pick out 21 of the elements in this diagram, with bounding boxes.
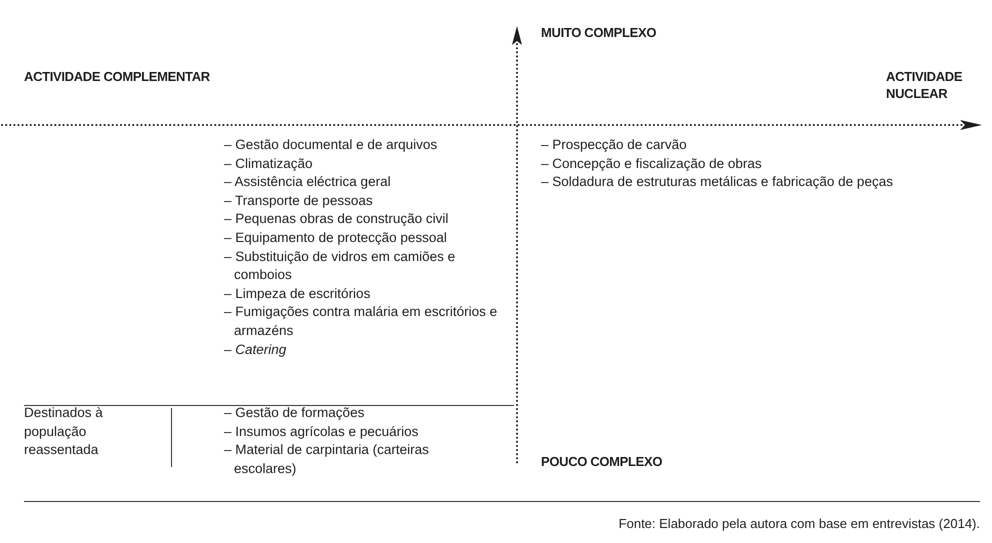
list-item: – Gestão de formações <box>224 404 366 422</box>
list-item: – Gestão documental e de arquivos <box>224 136 438 154</box>
list-item: – Material de carpintaria (carteiras escolares) <box>224 441 430 478</box>
list-item: – Concepção e fiscalização de obras <box>541 154 763 173</box>
list-item: – Assistência eléctrica geral <box>224 173 392 192</box>
row-heading: Destinados à população reassentada <box>24 404 104 460</box>
list-item: – Substituição de vidros em camiões e comboios <box>224 248 456 284</box>
list-item: – Insumos agrícolas e pecuários <box>224 422 420 441</box>
list-item: – Catering <box>224 340 288 359</box>
axis-heading: POUCO COMPLEXO <box>541 453 662 470</box>
axis-heading: MUITO COMPLEXO <box>541 24 656 41</box>
axis-heading: ACTIVIDADE COMPLEMENTAR <box>24 68 210 85</box>
list-item: – Equipamento de protecção pessoal <box>224 228 448 247</box>
list-item: – Transporte de pessoas <box>224 192 374 210</box>
list-item: – Fumigações contra malária em escritórios e armazéns <box>224 303 498 340</box>
list-item: – Climatização <box>224 154 314 173</box>
list-item: – Limpeza de escritórios <box>224 284 372 303</box>
source-caption: Fonte: Elaborado pela autora com base em entrevistas (2014). <box>618 515 980 533</box>
list-item: – Prospecção de carvão <box>541 136 688 154</box>
list-item: – Pequenas obras de construção civil <box>224 210 450 228</box>
list-item: – Soldadura de estruturas metálicas e fabricação de peças <box>541 173 894 192</box>
